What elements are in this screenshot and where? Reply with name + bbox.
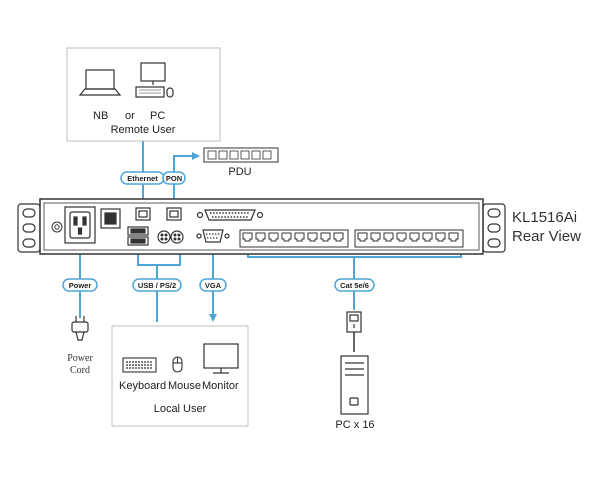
db25-connector <box>196 209 264 221</box>
notebook-icon <box>78 69 122 96</box>
vga-connector <box>196 229 230 243</box>
power-plug-icon <box>71 316 89 341</box>
pc-label: PC <box>150 110 165 122</box>
pdu-outlets <box>207 150 272 160</box>
tag-usb-ps2: USB / PS/2 <box>132 278 182 292</box>
tag-pon: PON <box>162 171 186 185</box>
keyboard-icon <box>122 357 157 373</box>
rj45-bank-2 <box>354 229 464 248</box>
tag-ethernet: Ethernet <box>120 171 165 185</box>
rj45-plug-icon <box>346 311 362 352</box>
tag-usb-ps2-text: USB / PS/2 <box>138 281 176 290</box>
tag-cat-text: Cat 5e/6 <box>340 281 369 290</box>
remote-user-group: NB or PC Remote User <box>66 47 221 142</box>
tag-ethernet-text: Ethernet <box>127 174 158 183</box>
tag-vga-text: VGA <box>205 281 222 290</box>
mouse-icon <box>172 356 183 373</box>
ground-screw-icon <box>51 221 63 233</box>
local-user-box <box>111 325 249 427</box>
remote-user-caption: Remote User <box>111 124 176 136</box>
ethernet-port <box>135 207 151 221</box>
tag-power-text: Power <box>69 281 92 290</box>
tag-power: Power <box>62 278 98 292</box>
pc-icon <box>135 62 174 98</box>
chassis-inner <box>43 202 480 251</box>
pc-tower-icon <box>340 355 369 415</box>
nb-label: NB <box>93 110 108 122</box>
or-label: or <box>125 110 135 122</box>
tag-cat: Cat 5e/6 <box>334 278 375 292</box>
kvm-chassis <box>17 198 506 255</box>
monitor-label: Monitor <box>202 380 239 392</box>
pon-port <box>166 207 182 221</box>
pdu-label: PDU <box>228 166 251 178</box>
power-switch <box>100 208 121 229</box>
rack-ear-left <box>17 203 41 253</box>
power-cord-line2: Cord <box>70 365 90 376</box>
usb-ps2-bracket <box>137 248 181 266</box>
ps2-ports <box>157 230 184 244</box>
view-label: Rear View <box>512 228 581 245</box>
usb-ports <box>127 226 149 246</box>
model-label: KL1516Ai <box>512 209 577 226</box>
mouse-label: Mouse <box>168 380 201 392</box>
power-inlet <box>64 206 96 244</box>
pon-cable <box>173 152 200 208</box>
local-user-group: Keyboard Mouse Monitor Local User <box>111 325 249 427</box>
rj45-bank-1 <box>239 229 349 248</box>
monitor-icon <box>203 343 239 374</box>
keyboard-label: Keyboard <box>119 380 166 392</box>
pcs-label: PC x 16 <box>335 419 374 431</box>
power-cord-line1: Power <box>67 353 93 364</box>
tag-vga: VGA <box>199 278 227 292</box>
pdu-group: PDU <box>203 147 279 178</box>
tag-pon-text: PON <box>166 174 182 183</box>
rack-ear-right <box>482 203 506 253</box>
local-user-caption: Local User <box>154 403 207 415</box>
